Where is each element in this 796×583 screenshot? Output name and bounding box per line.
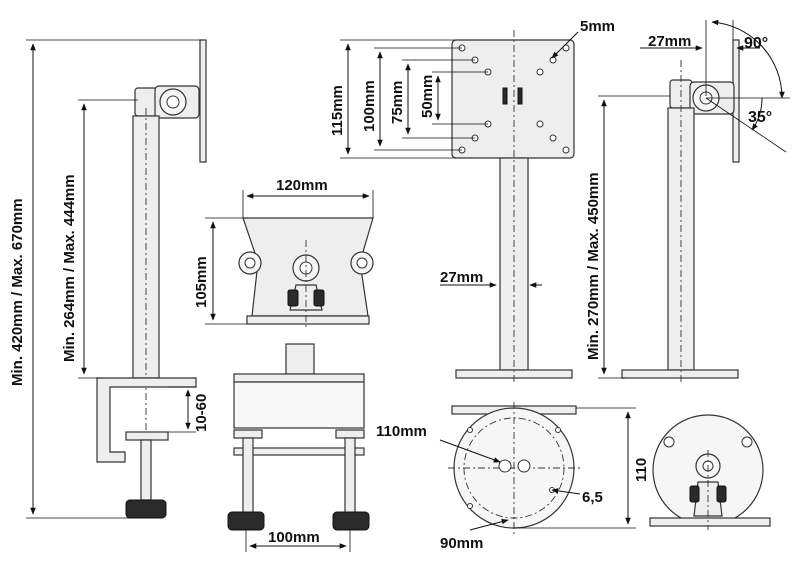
vesa-100-label: 100mm xyxy=(361,80,378,132)
clamp-screw-right xyxy=(344,437,356,515)
tilt-knob-inner xyxy=(166,95,180,109)
base-hole-spacing-label: 110mm xyxy=(376,423,427,440)
tilt-down-label: 35° xyxy=(748,109,772,126)
vesa-115-label: 115mm xyxy=(329,85,346,136)
tilt-side-view xyxy=(598,19,790,385)
vesa-75-label: 75mm xyxy=(389,81,406,124)
pole-height-base-label: Min. 270mm / Max. 450mm xyxy=(585,172,602,360)
bracket-height-label: 105mm xyxy=(193,256,210,308)
clamp-side-view xyxy=(26,39,207,519)
c-clamp-body xyxy=(96,377,197,463)
clamp-pad-left xyxy=(233,429,263,439)
clamp-knob xyxy=(125,499,167,519)
total-height-label: Min. 420mm / Max. 670mm xyxy=(9,198,26,386)
pole-height-clamp-label: Min. 264mm / Max. 444mm xyxy=(61,174,78,362)
clamp-front-view xyxy=(227,343,370,552)
clamp-lower-bar xyxy=(233,447,365,456)
vesa-plate xyxy=(451,39,575,159)
base-back-view xyxy=(649,414,771,530)
clamp-pad-right xyxy=(335,429,365,439)
clamp-width-label: 100mm xyxy=(268,529,320,546)
pole-front xyxy=(499,157,529,371)
base-hole-size-label: 6,5 xyxy=(582,489,603,506)
clamp-screw xyxy=(140,439,152,501)
base-diameter-label: 110 xyxy=(633,458,650,482)
base-hole-1 xyxy=(498,459,512,473)
clamp-screw-left xyxy=(242,437,254,515)
clamp-pad xyxy=(125,431,169,441)
base-top-view xyxy=(439,402,636,534)
clamp-front-frame xyxy=(233,381,365,429)
back-base-plate xyxy=(649,517,771,527)
bracket-front-view xyxy=(205,190,374,330)
clamp-knob-left xyxy=(227,511,265,531)
clamp-knob-right xyxy=(332,511,370,531)
bracket-width-label: 120mm xyxy=(276,177,328,194)
clamp-range-label: 10-60 xyxy=(193,394,210,432)
tilt-up-label: 90° xyxy=(744,35,768,52)
tilt-offset-label: 27mm xyxy=(648,33,691,50)
plate-gap-label: 5mm xyxy=(580,18,615,35)
mount-plate-side xyxy=(199,39,207,163)
base-plate-right xyxy=(621,369,739,379)
base-inner-label: 90mm xyxy=(440,535,483,552)
pole-stub xyxy=(285,343,315,375)
base-hole-2 xyxy=(517,459,531,473)
bracket-base xyxy=(246,315,370,325)
vesa-50-label: 50mm xyxy=(419,75,436,118)
clamp-top-bar xyxy=(233,373,365,383)
pole-diameter-label: 27mm xyxy=(440,269,483,286)
vesa-plate-view xyxy=(340,30,579,385)
